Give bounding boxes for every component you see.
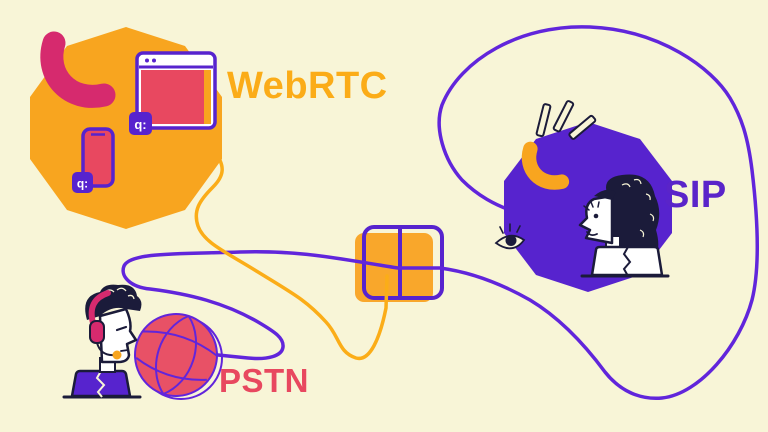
woman-desk [590,245,664,277]
headset-mic-arm [96,342,115,357]
q-badge-label: q: [134,117,146,132]
q-badge: q: [129,112,152,135]
woman-desk-crack [622,246,632,277]
globe-sphere [135,314,217,396]
pstn-label: PSTN [219,362,310,399]
globe-icon [134,313,223,400]
globe-grid [134,313,218,397]
woman-hair-fringe [594,189,616,200]
eye-lashes [499,223,521,234]
pstn-cluster [62,284,223,400]
q-badge-label: q: [77,177,88,191]
woman-hair-waves [621,178,655,257]
man-mouth [120,349,129,352]
phone-handset-icon [40,31,116,108]
webrtc-cluster: q: q: [30,27,222,229]
woman-eyelashes [583,201,600,211]
man-eye [115,325,128,332]
mobile-phone-icon [81,127,115,188]
connector-line-webrtc-gateway [194,149,389,361]
connector-line-gateway-sip [398,25,759,401]
headset-band [88,290,111,326]
browser-dot [152,58,156,63]
connector-line-pstn-gateway [121,249,400,361]
eye-pupil [505,235,517,246]
man-hair [85,284,142,320]
ringing-marks-icon [535,100,597,140]
browser-content-shadow [204,70,211,124]
eye-icon [494,223,526,250]
woman-mouth [586,231,598,237]
operator-woman-avatar [578,174,670,278]
browser-dot [145,58,149,63]
woman-eye [593,213,599,219]
headset-mic [112,350,122,360]
sip-cluster [504,100,672,292]
man-torso [70,369,132,398]
webrtc-label: WebRTC [227,65,388,107]
headset-earcup [89,320,105,344]
phone-handset-icon [521,141,570,190]
man-shirt-crack [95,370,106,398]
operator-man-avatar [62,284,142,399]
q-badge: q: [72,172,93,193]
man-face [98,307,138,364]
sip-label: SIP [664,174,727,216]
